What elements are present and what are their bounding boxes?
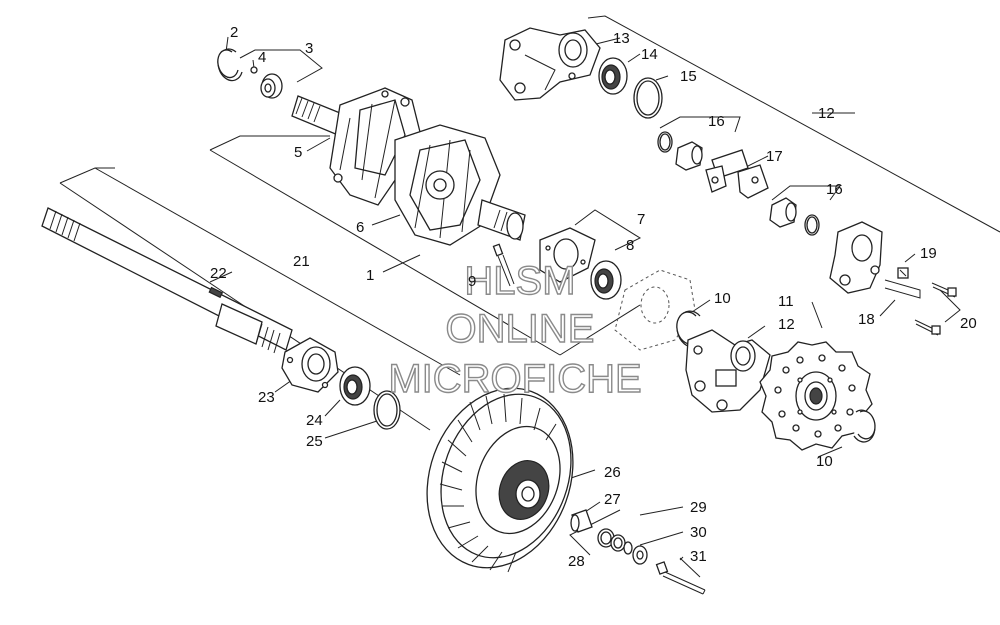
part-20-bolts [914,282,957,336]
callout-14: 14 [641,46,658,63]
part-12-caliper-assembly [685,329,771,413]
part-29-washer [623,541,633,555]
part-23-bearing-flange [281,337,339,393]
callout-3: 3 [305,40,313,57]
callout-7: 7 [637,211,645,228]
callout-12-middle: 12 [778,316,795,333]
watermark-line-1: HLSM [464,259,575,303]
callout-16-bottom: 16 [826,181,843,198]
part-4-ball [250,66,258,74]
part-6-drive-sprocket [394,124,526,246]
callout-13: 13 [613,30,630,47]
part-16-pistons-lower [769,197,820,236]
callout-30: 30 [690,524,707,541]
part-12-caliper-half [829,221,883,294]
part-3-bearing [260,73,283,99]
part-17-brake-pads [705,149,769,199]
callout-22: 22 [210,265,227,282]
part-30-washer [632,545,648,565]
callout-28: 28 [568,553,585,570]
part-15-oring [633,77,663,119]
callout-labels: 1 2 3 4 5 6 7 8 9 10 10 11 12 12 13 14 1… [210,24,977,570]
callout-9: 9 [468,273,476,290]
callout-1: 1 [366,267,374,284]
callout-31: 31 [690,548,707,565]
watermark-line-3: MICROFICHE [388,357,641,401]
part-14-bearing [598,57,628,95]
callout-4: 4 [258,49,266,66]
part-10-snap-ring-right [853,409,876,443]
part-19-bleeder [897,267,909,279]
callout-11: 11 [778,293,794,310]
part-9-bolt [492,243,515,287]
part-25-oring [373,390,401,430]
part-13-caliper-housing [499,27,601,101]
part-22-jackshaft [41,207,293,354]
part-28-rings [597,528,626,552]
callout-6: 6 [356,219,364,236]
part-11-brake-disc [759,341,873,451]
watermark: HLSM ONLINE MICROFICHE [388,258,643,401]
callout-21: 21 [293,253,310,270]
callout-2: 2 [230,24,238,41]
part-24-bearing [339,366,371,406]
part-26-driven-clutch [426,387,574,573]
callout-12-top: 12 [818,105,835,122]
callout-29: 29 [690,499,707,516]
callout-24: 24 [306,412,323,429]
callout-20: 20 [960,315,977,332]
part-8-bearing [590,260,622,300]
watermark-line-2: ONLINE [446,307,595,351]
part-2-snap-ring [217,48,243,82]
callout-16-top: 16 [708,113,725,130]
callout-23: 23 [258,389,275,406]
callout-15: 15 [680,68,697,85]
callout-5: 5 [294,144,302,161]
callout-19: 19 [920,245,937,262]
callout-10-bottom: 10 [816,453,833,470]
part-16-pistons-upper [657,131,703,171]
part-18-clip [884,279,921,299]
callout-18: 18 [858,311,875,328]
callout-25: 25 [306,433,323,450]
callout-17: 17 [766,148,783,165]
callout-8: 8 [626,237,634,254]
part-27-spacer [570,509,593,533]
callout-27: 27 [604,491,621,508]
part-7-flange [539,227,596,283]
part-31-bolt [655,561,706,595]
callout-10-top: 10 [714,290,731,307]
callout-26: 26 [604,464,621,481]
